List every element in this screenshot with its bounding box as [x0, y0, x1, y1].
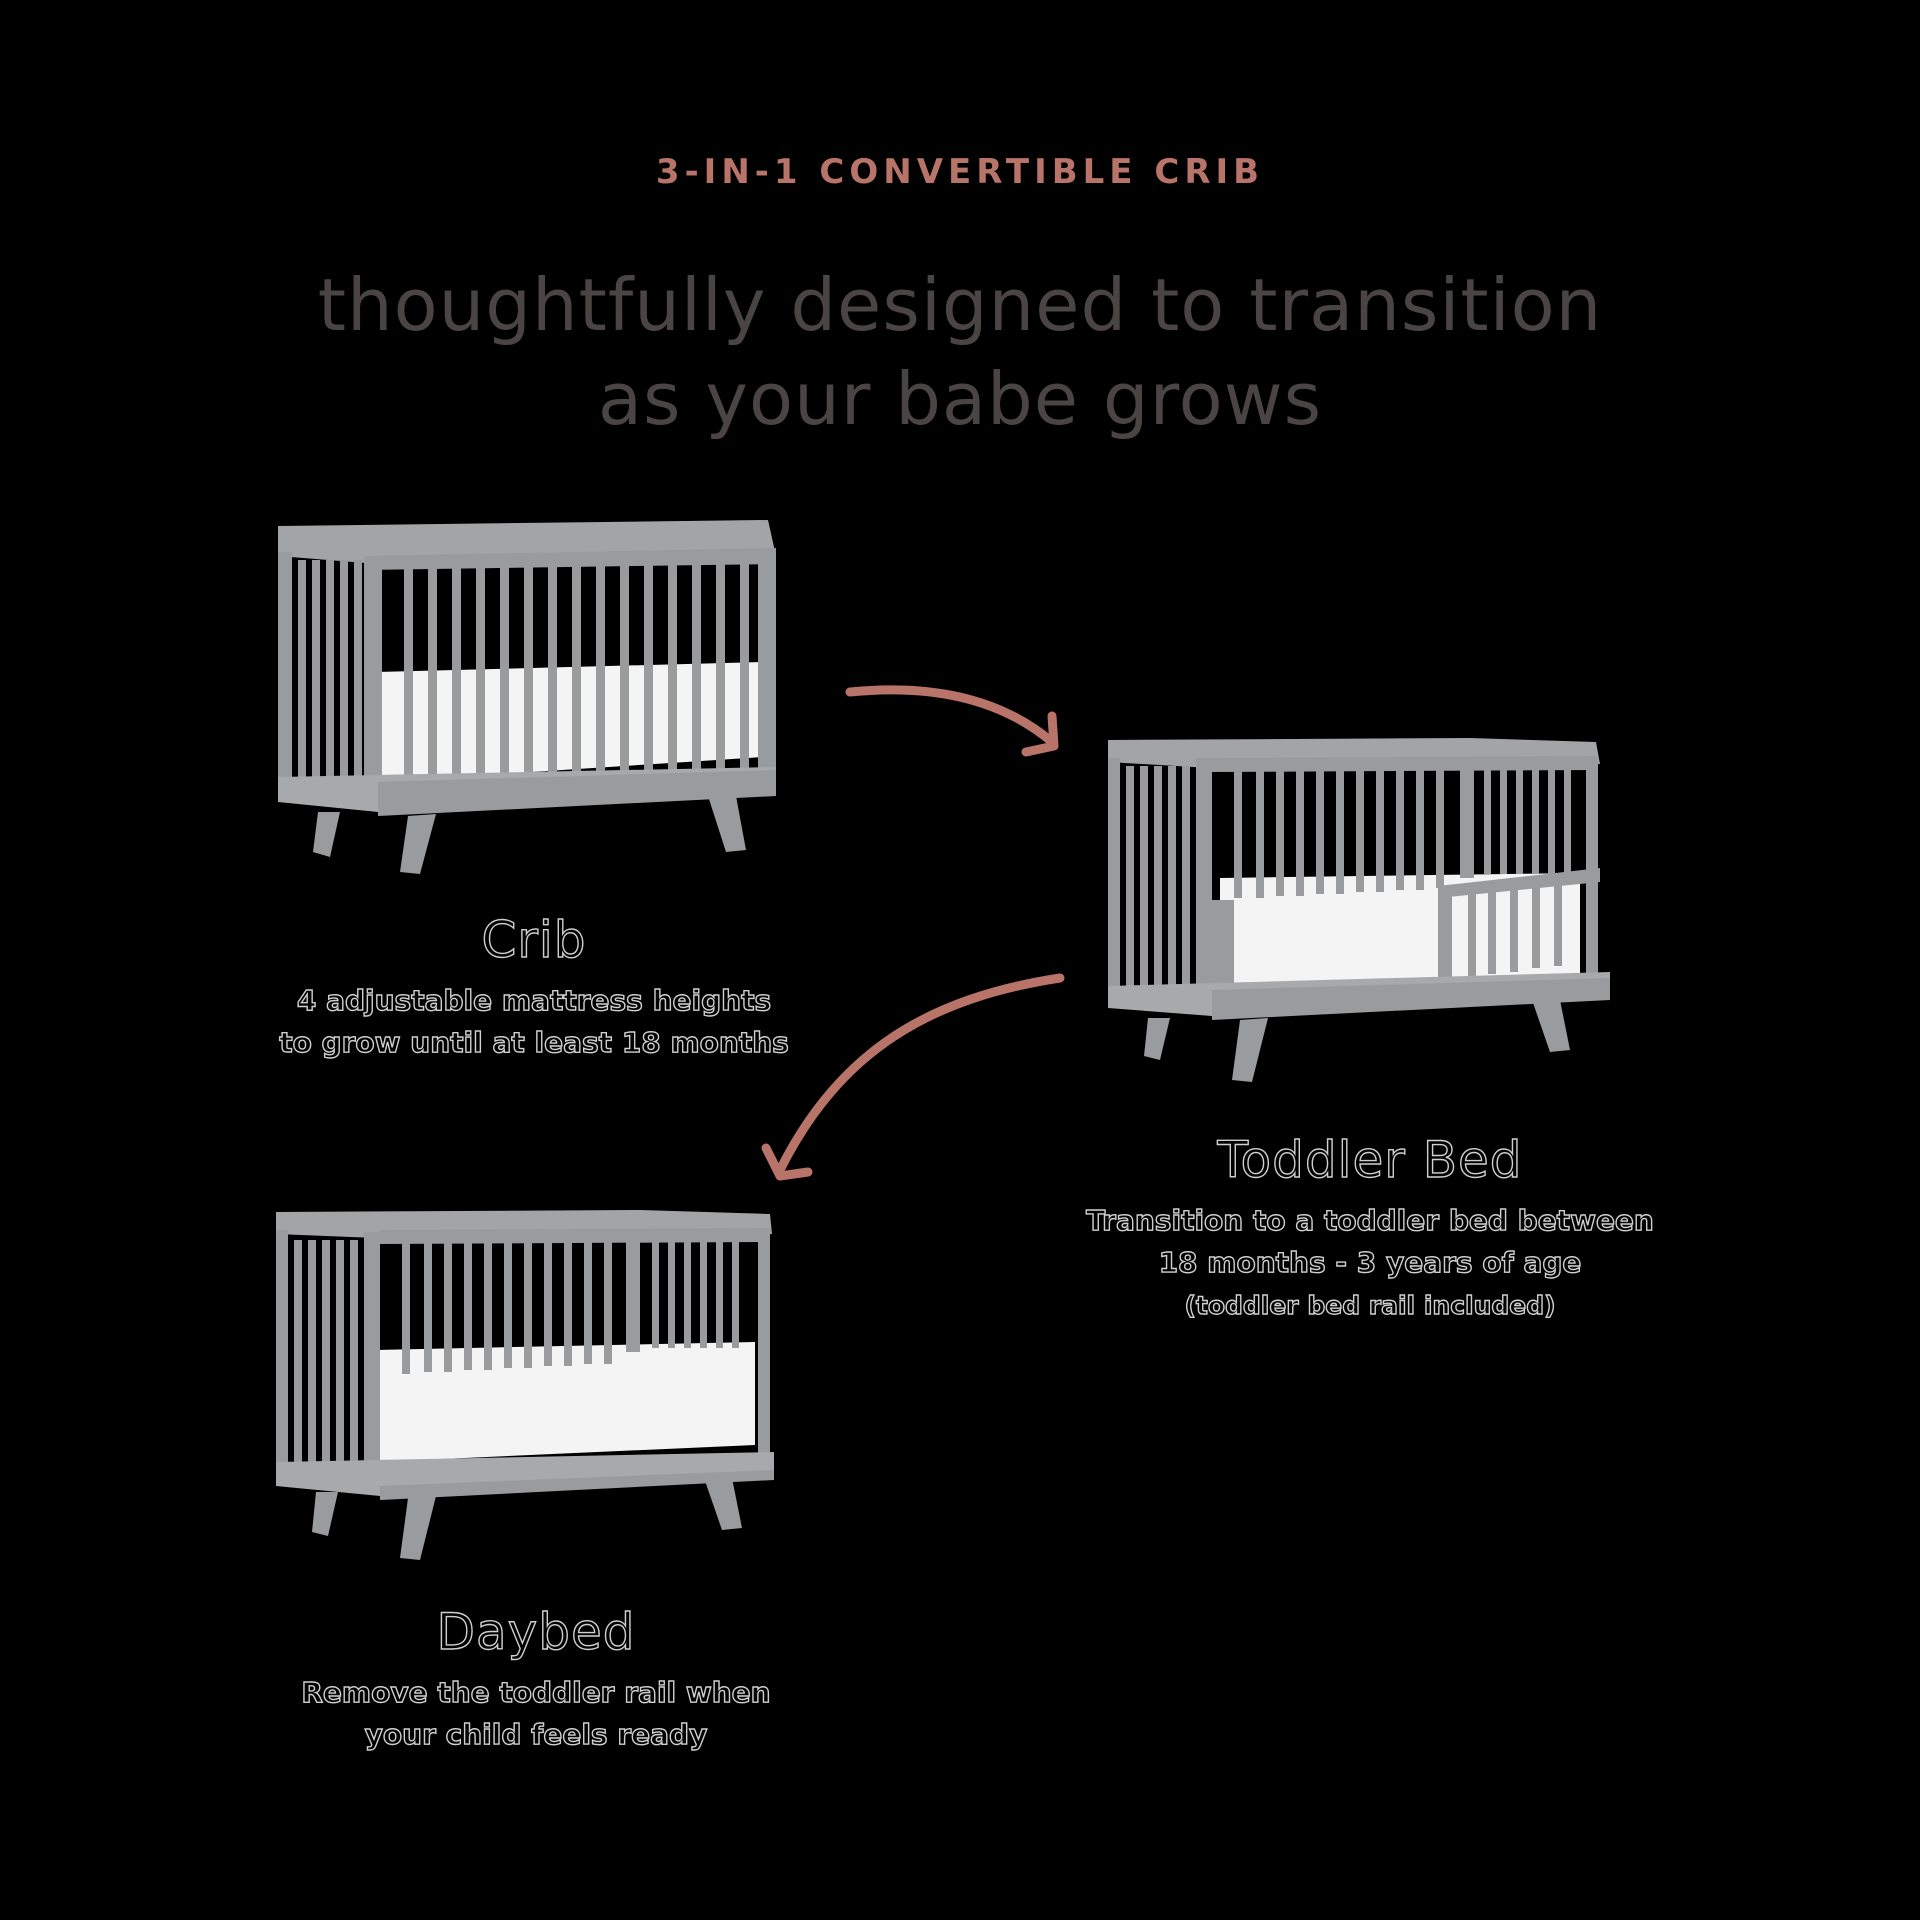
headline-line-1: thoughtfully designed to transition	[317, 263, 1603, 347]
toddler-bed-desc-line-1: Transition to a toddler bed between	[1085, 1203, 1654, 1237]
daybed-title: Daybed	[436, 1602, 636, 1661]
toddler-bed-caption: Toddler Bed Transition to a toddler bed …	[1050, 1130, 1690, 1328]
toddler-bed-title: Toddler Bed	[1217, 1130, 1523, 1189]
daybed-icon	[276, 1210, 774, 1560]
eyebrow-label: 3-IN-1 CONVERTIBLE CRIB	[655, 152, 1265, 192]
crib-icon	[278, 520, 776, 874]
toddler-bed-icon	[1108, 738, 1610, 1082]
crib-desc-line-2: to grow until at least 18 months	[278, 1025, 789, 1059]
crib-description: 4 adjustable mattress heights to grow un…	[234, 980, 834, 1064]
daybed-caption: Daybed Remove the toddler rail when your…	[236, 1602, 836, 1756]
crib-title: Crib	[481, 910, 587, 969]
toddler-bed-desc-line-2: 18 months - 3 years of age	[1158, 1245, 1582, 1279]
crib-desc-line-1: 4 adjustable mattress heights	[296, 983, 772, 1017]
curved-arrow-right-icon	[845, 685, 1059, 757]
daybed-description: Remove the toddler rail when your child …	[236, 1672, 836, 1756]
headline-line-2: as your babe grows	[597, 357, 1323, 441]
daybed-desc-line-1: Remove the toddler rail when	[301, 1675, 772, 1709]
curved-arrow-down-left-icon	[761, 973, 1065, 1181]
page-headline: thoughtfully designed to transition as y…	[0, 258, 1920, 446]
toddler-bed-note: (toddler bed rail included)	[1184, 1290, 1557, 1320]
crib-caption: Crib 4 adjustable mattress heights to gr…	[234, 910, 834, 1064]
toddler-bed-description: Transition to a toddler bed between 18 m…	[1050, 1200, 1690, 1284]
daybed-desc-line-2: your child feels ready	[364, 1717, 708, 1751]
